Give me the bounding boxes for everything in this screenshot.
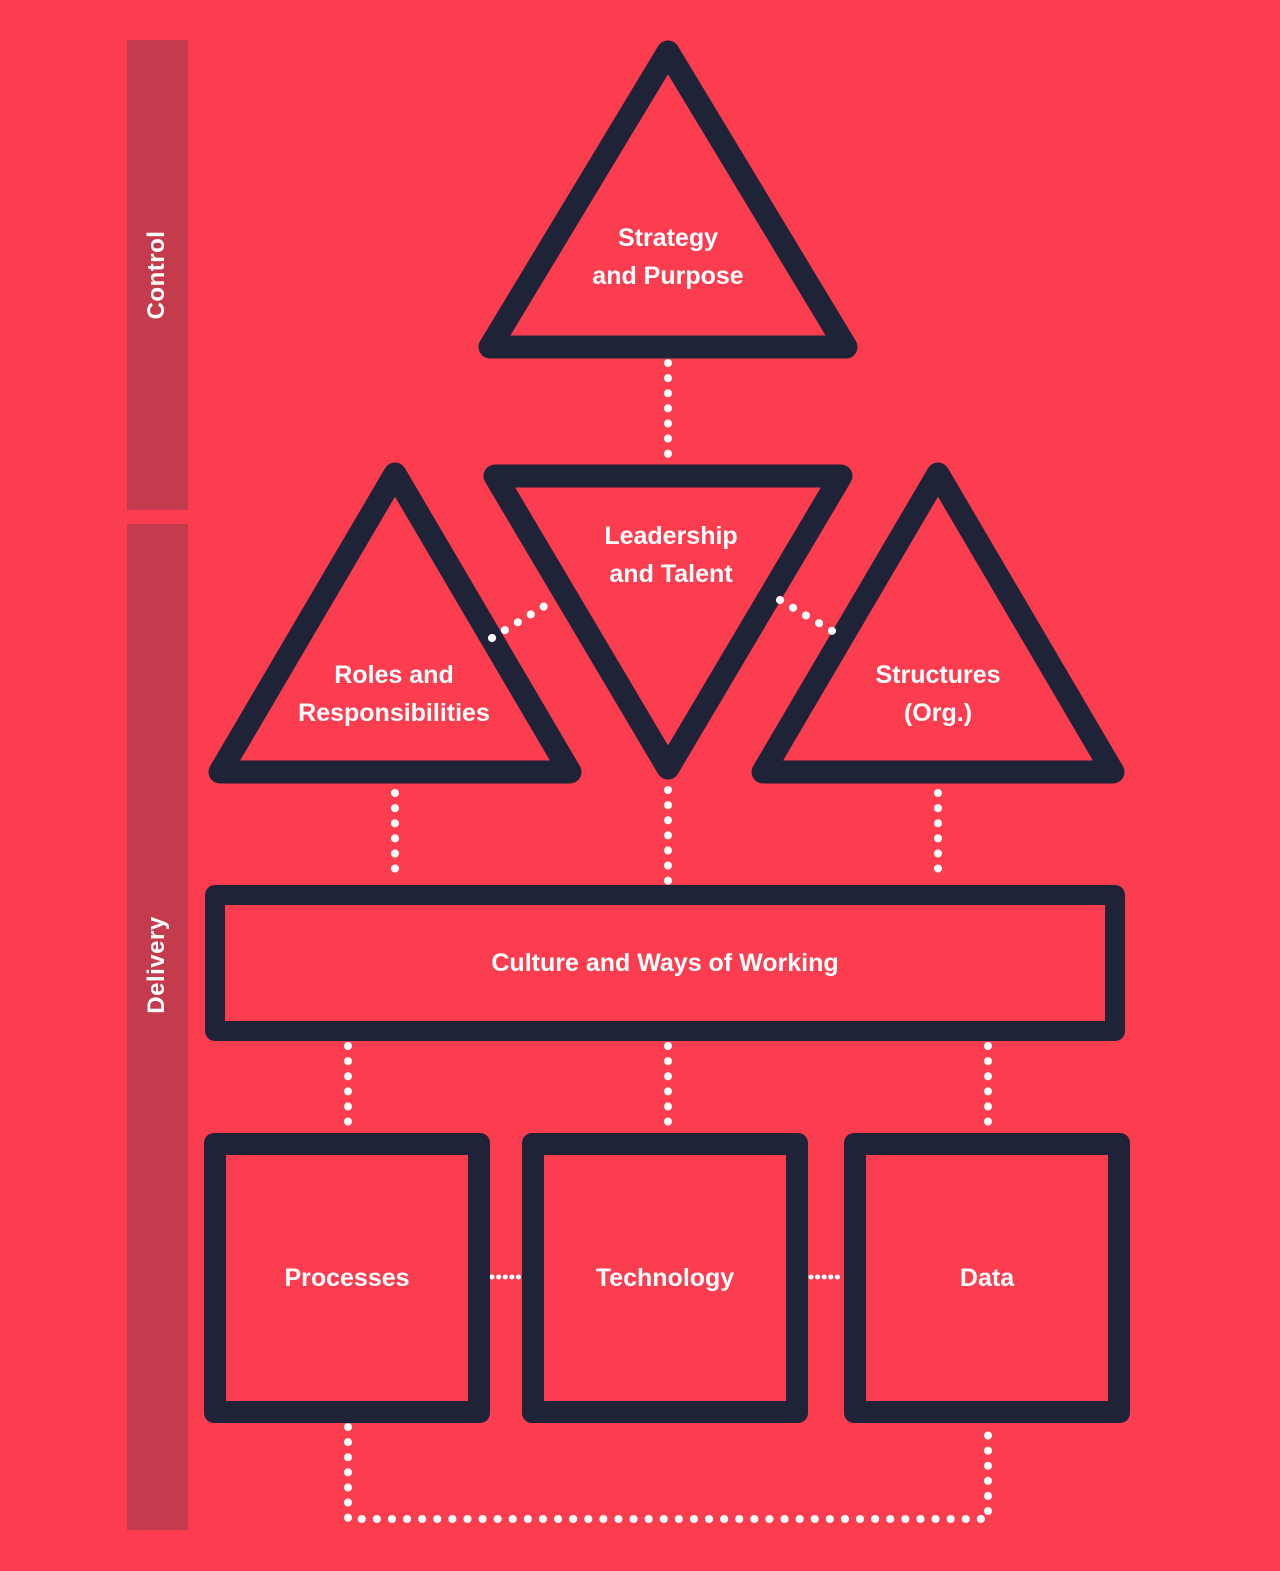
technology-box: Technology — [522, 1133, 808, 1423]
data-box: Data — [844, 1133, 1130, 1423]
strategy-label-line2: and Purpose — [592, 262, 744, 290]
culture-box-label: Culture and Ways of Working — [491, 948, 839, 977]
connector-leadership-structures — [776, 596, 848, 642]
delivery-band — [127, 524, 188, 1530]
structures-triangle-shape — [751, 462, 1125, 784]
leadership-label-line1: Leadership — [604, 522, 738, 550]
structures-label-line1: Structures — [875, 661, 1001, 689]
control-band — [127, 40, 188, 510]
strategy-triangle-shape — [478, 40, 858, 359]
connector-processes-data-loop — [344, 1423, 992, 1523]
connector-roles-leadership — [488, 595, 560, 642]
processes-box: Processes — [204, 1133, 490, 1423]
roles-triangle-shape — [208, 462, 582, 784]
strategy-triangle-label: Strategy and Purpose — [592, 219, 743, 295]
structures-triangle-label: Structures (Org.) — [875, 656, 1000, 732]
roles-triangle-label: Roles and Responsibilities — [298, 656, 490, 732]
roles-label-line1: Roles and — [334, 661, 454, 689]
data-box-label: Data — [959, 1263, 1015, 1292]
leadership-triangle-label: Leadership and Talent — [604, 517, 737, 593]
leadership-triangle-shape — [483, 464, 853, 780]
processes-box-label: Processes — [284, 1263, 410, 1292]
culture-box: Culture and Ways of Working — [205, 885, 1125, 1041]
roles-label-line2: Responsibilities — [298, 699, 490, 727]
structures-label-line2: (Org.) — [903, 699, 973, 727]
strategy-label-line1: Strategy — [617, 224, 719, 252]
leadership-label-line2: and Talent — [609, 560, 733, 588]
technology-box-label: Technology — [595, 1263, 735, 1292]
